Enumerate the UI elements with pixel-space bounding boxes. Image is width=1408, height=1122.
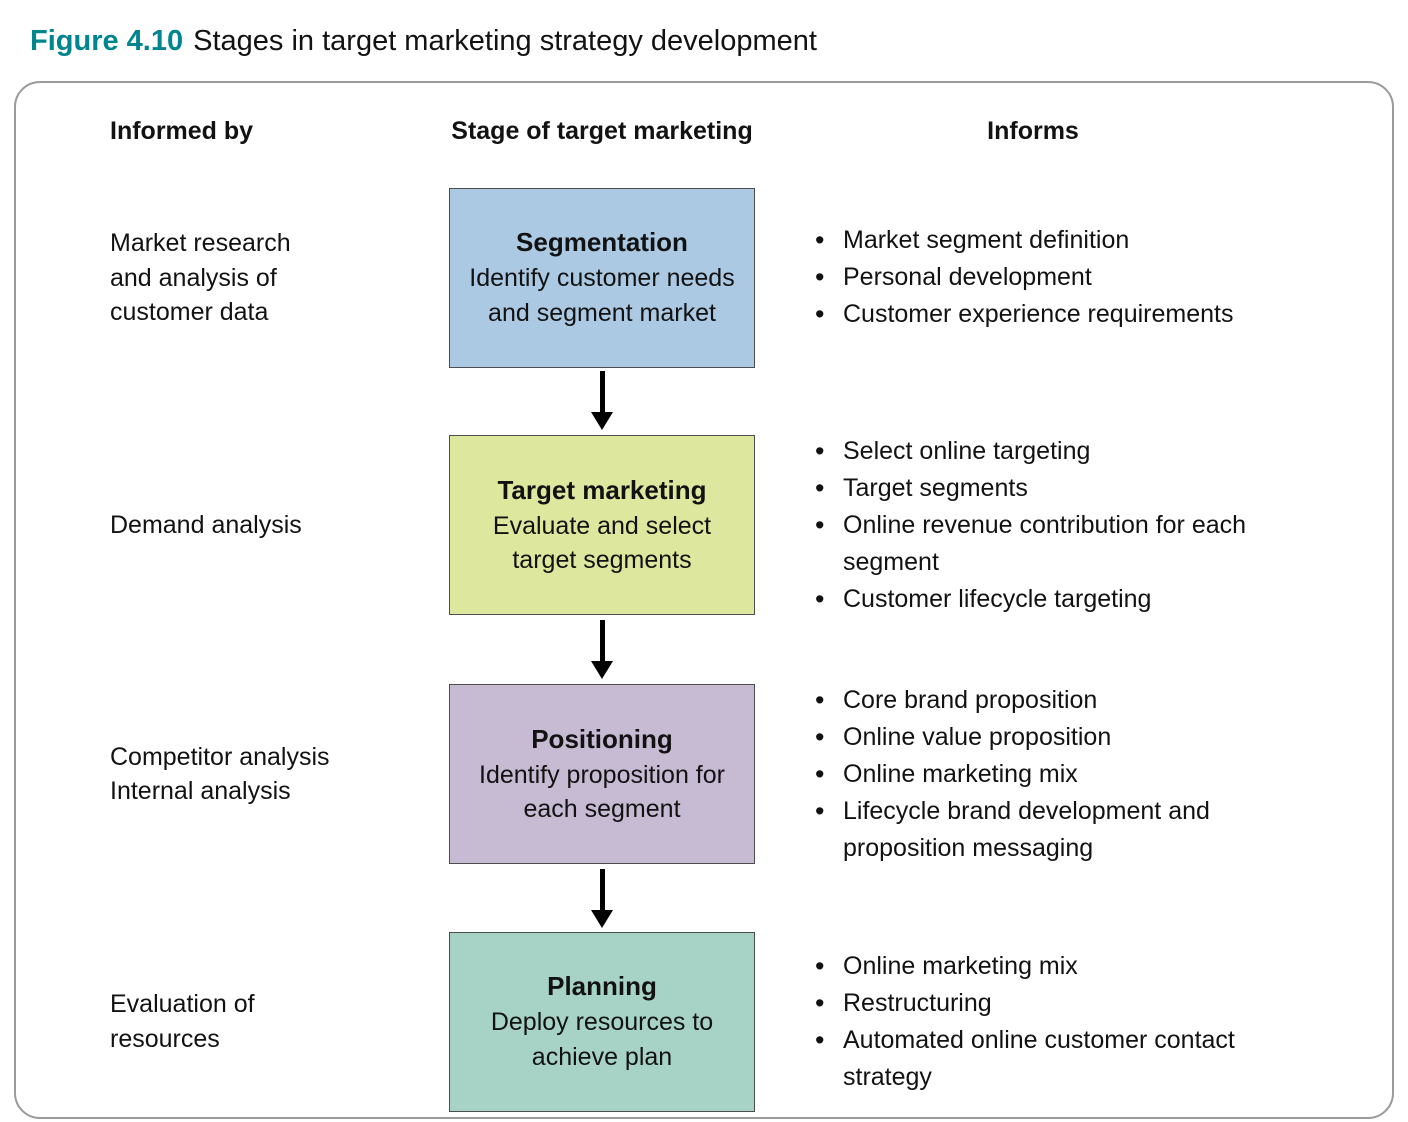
informed-by-line: Market research: [110, 229, 291, 258]
informs-item: Lifecycle brand development and proposit…: [812, 792, 1290, 867]
informed-by-planning: Evaluation of resources: [110, 931, 436, 1113]
stage-name: Positioning: [531, 723, 673, 754]
informed-by-segmentation: Market research and analysis of customer…: [110, 187, 436, 369]
column-header-informed-by: Informed by: [110, 116, 254, 145]
informs-list: Market segment definition Personal devel…: [812, 221, 1233, 335]
stage-cell-positioning: Positioning Identify proposition for eac…: [436, 682, 768, 867]
informed-by-line: Competitor analysis: [110, 742, 330, 771]
arrow-cell: [436, 369, 768, 433]
column-header-informs: Informs: [987, 116, 1079, 145]
informed-by-line: Demand analysis: [110, 511, 302, 540]
informed-by-line: resources: [110, 1024, 220, 1053]
informs-item: Online revenue contribution for each seg…: [812, 506, 1290, 581]
informs-list: Core brand proposition Online value prop…: [812, 681, 1290, 867]
figure-label: Figure 4.10: [30, 25, 184, 57]
down-arrow-icon: [591, 868, 613, 930]
informs-target-marketing: Select online targeting Target segments …: [768, 432, 1356, 620]
informed-by-target-marketing: Demand analysis: [110, 433, 436, 618]
stage-box-planning: Planning Deploy resources to achieve pla…: [449, 931, 755, 1112]
informs-segmentation: Market segment definition Personal devel…: [768, 187, 1356, 369]
stage-cell-target-marketing: Target marketing Evaluate and select tar…: [436, 433, 768, 618]
informs-item: Target segments: [812, 469, 1290, 509]
stage-name: Segmentation: [516, 227, 688, 258]
diagram-panel: Informed by Stage of target marketing In…: [14, 80, 1394, 1119]
informs-item: Select online targeting: [812, 432, 1290, 472]
informs-positioning: Core brand proposition Online value prop…: [768, 681, 1356, 867]
stage-name: Target marketing: [497, 474, 707, 505]
diagram-grid: Informed by Stage of target marketing In…: [110, 117, 1356, 1113]
stage-description: Evaluate and select target segments: [492, 511, 712, 575]
stage-cell-segmentation: Segmentation Identify customer needs and…: [436, 187, 768, 369]
informs-item: Online marketing mix: [812, 947, 1290, 987]
figure-title: Stages in target marketing strategy deve…: [193, 25, 817, 57]
stage-box-segmentation: Segmentation Identify customer needs and…: [449, 187, 755, 368]
informed-by-positioning: Competitor analysis Internal analysis: [110, 682, 436, 867]
down-arrow-icon: [591, 619, 613, 681]
stage-description: Identify proposition for each segment: [479, 760, 725, 824]
informed-by-line: Internal analysis: [110, 777, 291, 806]
informs-item: Automated online customer contact strate…: [812, 1021, 1290, 1096]
arrow-cell: [436, 867, 768, 931]
informs-item: Core brand proposition: [812, 681, 1290, 721]
stage-description: Deploy resources to achieve plan: [490, 1008, 714, 1071]
stage-cell-planning: Planning Deploy resources to achieve pla…: [436, 931, 768, 1113]
informs-item: Personal development: [812, 258, 1233, 298]
stage-description: Identify customer needs and segment mark…: [469, 264, 735, 327]
column-header-stage: Stage of target marketing: [451, 116, 753, 145]
informs-list: Select online targeting Target segments …: [812, 432, 1290, 620]
stage-box-positioning: Positioning Identify proposition for eac…: [449, 684, 755, 865]
informs-item: Customer lifecycle targeting: [812, 580, 1290, 620]
informed-by-line: customer data: [110, 298, 269, 327]
stage-name: Planning: [547, 971, 657, 1002]
informs-planning: Online marketing mix Restructuring Autom…: [768, 931, 1356, 1113]
stage-box-target-marketing: Target marketing Evaluate and select tar…: [449, 435, 755, 616]
informs-item: Restructuring: [812, 984, 1290, 1024]
informs-list: Online marketing mix Restructuring Autom…: [812, 947, 1290, 1096]
informs-item: Online value proposition: [812, 718, 1290, 758]
arrow-cell: [436, 618, 768, 682]
informs-item: Market segment definition: [812, 221, 1233, 261]
informs-item: Online marketing mix: [812, 755, 1290, 795]
informed-by-line: and analysis of: [110, 263, 277, 292]
informed-by-line: Evaluation of: [110, 990, 255, 1019]
down-arrow-icon: [591, 370, 613, 432]
informs-item: Customer experience requirements: [812, 295, 1233, 335]
figure-caption: Figure 4.10 Stages in target marketing st…: [0, 0, 1408, 59]
